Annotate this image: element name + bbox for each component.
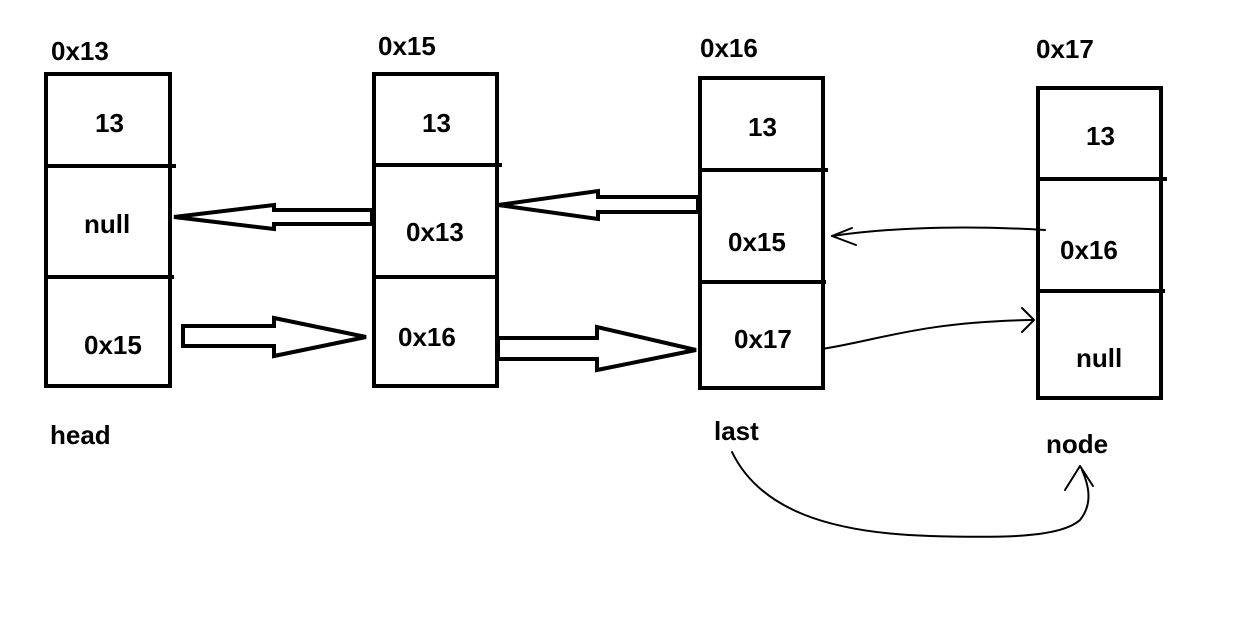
- node-0x16: 0x16 13 0x15 0x17: [698, 33, 828, 390]
- node-address: 0x16: [700, 33, 758, 63]
- prev-cell: null: [84, 209, 130, 239]
- data-cell: 13: [422, 108, 451, 138]
- node-0x15: 0x15 13 0x13 0x16: [372, 31, 502, 388]
- node-address: 0x13: [51, 36, 109, 66]
- arrowhead: [1064, 465, 1094, 491]
- next-cell: 0x15: [84, 330, 142, 360]
- data-cell: 13: [1086, 121, 1115, 151]
- arrowhead: [1021, 307, 1035, 333]
- node-box: [372, 72, 499, 388]
- node-0x17: 0x17 13 0x16 null: [1036, 34, 1167, 400]
- prev-arrow: [497, 188, 700, 222]
- head-label: head: [50, 420, 111, 450]
- prev-cell: 0x16: [1060, 235, 1118, 265]
- next-cell: null: [1076, 343, 1122, 373]
- next-cell: 0x16: [398, 322, 456, 352]
- node-address: 0x17: [1036, 34, 1094, 64]
- prev-arrow: [173, 202, 374, 232]
- node-0x13: 0x13 13 null 0x15: [44, 36, 176, 388]
- next-arrow: [496, 324, 697, 373]
- next-cell: 0x17: [734, 324, 792, 354]
- node-box: [1036, 86, 1163, 400]
- node-box: [44, 72, 172, 388]
- node-label: node: [1046, 429, 1108, 459]
- data-cell: 13: [95, 108, 124, 138]
- prev-cell: 0x13: [406, 217, 464, 247]
- next-pointer-arrow: [821, 319, 1033, 350]
- next-arrow: [181, 315, 367, 359]
- last-to-node-arrow: [731, 451, 1090, 538]
- node-address: 0x15: [378, 31, 436, 61]
- prev-pointer-arrow: [831, 226, 1046, 237]
- arrowhead: [831, 227, 857, 246]
- data-cell: 13: [748, 112, 777, 142]
- prev-cell: 0x15: [728, 227, 786, 257]
- node-box: [698, 76, 825, 390]
- last-label: last: [714, 416, 759, 446]
